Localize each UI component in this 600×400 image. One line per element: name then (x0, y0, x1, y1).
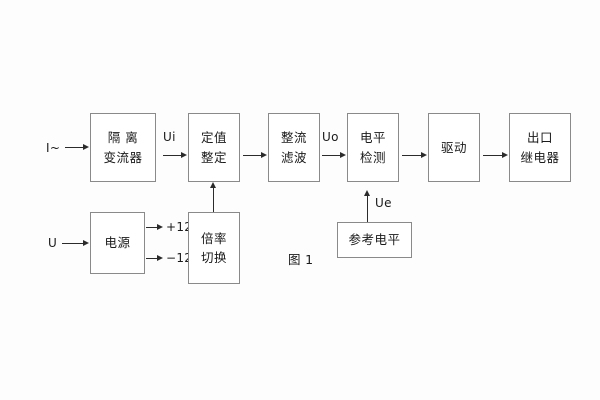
block-level-detect: 电平 检测 (347, 113, 399, 182)
connector-setting-to-rectify (243, 155, 262, 156)
block-output-relay-line-1: 出口 (526, 130, 553, 146)
signal-label-uo: Uo (322, 130, 339, 144)
block-reference-level: 参考电平 (337, 222, 412, 258)
connector-rectify-to-level (322, 155, 341, 156)
block-power-supply: 电源 (90, 212, 145, 274)
block-multiplier-switch-line-1: 倍率 (200, 230, 227, 246)
block-output-relay-line-2: 继电器 (520, 149, 560, 165)
connector-power-rail-negative (146, 258, 158, 259)
block-isolation-ct-line-1: 隔 离 (107, 130, 139, 146)
block-multiplier-switch: 倍率 切换 (188, 212, 240, 284)
block-rectify-filter-line-2: 滤波 (280, 149, 307, 165)
figure-caption: 图 1 (288, 252, 314, 267)
connector-voltage-to-power (62, 243, 84, 244)
connector-reference-to-level (367, 196, 368, 222)
arrowhead-current-to-isolation (83, 143, 89, 150)
connector-driver-to-relay (483, 155, 502, 156)
arrowhead-rectify-to-level (340, 151, 346, 158)
arrowhead-multiplier-to-setting (209, 182, 216, 188)
block-isolation-ct-line-2: 变流器 (103, 149, 143, 165)
block-level-detect-line-1: 电平 (359, 130, 386, 146)
signal-label-current-input: I~ (46, 141, 61, 155)
arrowhead-isolation-to-setting (181, 151, 187, 158)
signal-label-ue: Ue (375, 196, 392, 210)
connector-current-to-isolation (65, 147, 84, 148)
block-multiplier-switch-line-2: 切换 (200, 250, 227, 265)
signal-label-voltage-input: U (48, 236, 58, 250)
block-output-relay: 出口 继电器 (509, 113, 571, 182)
arrowhead-driver-to-relay (502, 151, 508, 158)
block-isolation-ct: 隔 离 变流器 (90, 113, 156, 182)
arrowhead-power-rail-positive (157, 223, 163, 230)
block-power-supply-line-1: 电源 (104, 235, 131, 251)
block-driver-line-1: 驱动 (440, 139, 467, 155)
block-driver: 驱动 (428, 113, 480, 182)
connector-level-to-driver (402, 155, 421, 156)
block-setting-value: 定值 整定 (188, 113, 240, 182)
arrowhead-setting-to-rectify (261, 151, 267, 158)
connector-power-rail-positive (146, 227, 158, 228)
connector-multiplier-to-setting (213, 188, 214, 212)
arrowhead-power-rail-negative (157, 254, 163, 261)
block-rectify-filter: 整流 滤波 (268, 113, 320, 182)
block-level-detect-line-2: 检测 (359, 149, 386, 165)
block-setting-value-line-1: 定值 (200, 130, 227, 146)
connector-isolation-to-setting (163, 155, 182, 156)
arrowhead-level-to-driver (421, 151, 427, 158)
arrowhead-reference-to-level (363, 190, 370, 196)
block-rectify-filter-line-1: 整流 (280, 130, 307, 146)
block-setting-value-line-2: 整定 (200, 149, 227, 165)
arrowhead-voltage-to-power (83, 239, 89, 246)
block-reference-level-line-1: 参考电平 (348, 232, 401, 248)
signal-label-ui: Ui (163, 130, 176, 144)
